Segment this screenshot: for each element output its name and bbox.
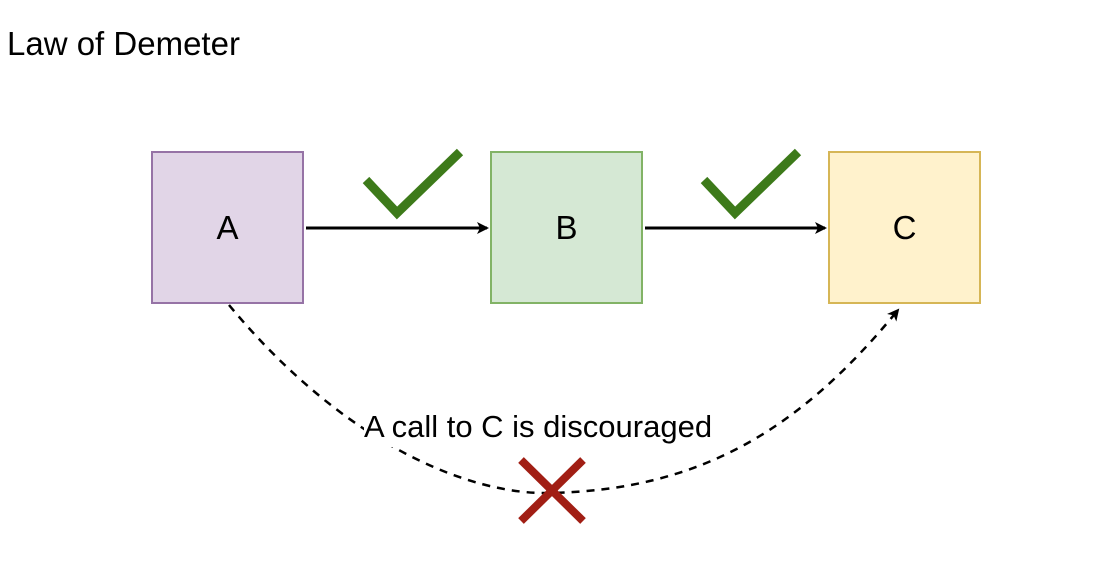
node-a[interactable]: A bbox=[151, 151, 304, 304]
diagram-title: Law of Demeter bbox=[7, 25, 240, 62]
check-icon bbox=[700, 148, 802, 220]
edge-a-to-c-dashed[interactable] bbox=[228, 304, 900, 495]
edge-a-to-c-label: A call to C is discouraged bbox=[364, 407, 713, 447]
node-c-label: C bbox=[892, 208, 917, 246]
node-b-label: B bbox=[555, 208, 578, 246]
node-c[interactable]: C bbox=[828, 151, 981, 304]
check-icon bbox=[362, 148, 464, 220]
cross-icon bbox=[518, 457, 586, 524]
node-a-label: A bbox=[216, 208, 239, 246]
node-b[interactable]: B bbox=[490, 151, 643, 304]
